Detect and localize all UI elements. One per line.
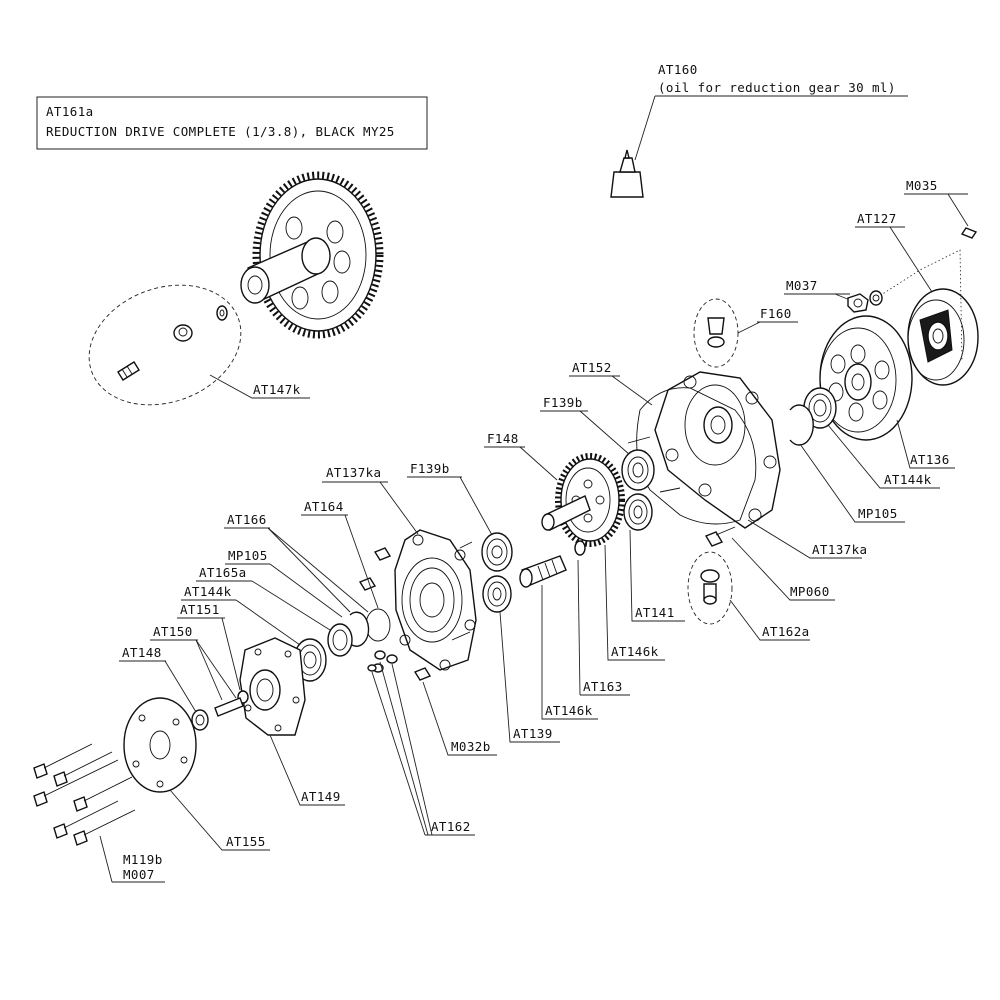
- label-at162a: AT162a: [762, 624, 810, 639]
- label-at144k-right: AT144k: [884, 472, 932, 487]
- label-mp105-right: MP105: [858, 506, 898, 521]
- screw-mp060-icon: [704, 526, 736, 547]
- screw-a-icon: [373, 547, 392, 561]
- title-code: AT161a: [46, 104, 94, 119]
- bearing-at139-icon: [482, 575, 512, 613]
- circlip-right-icon: [789, 404, 814, 446]
- bearing-plate-at149-icon: [239, 637, 306, 736]
- label-at141: AT141: [635, 605, 675, 620]
- spur-gear-f148-icon: [541, 453, 625, 547]
- bushing-group-at162a: [687, 551, 733, 625]
- long-screws-icon: [33, 743, 136, 846]
- nut-and-washer-icon: [847, 290, 883, 313]
- label-f148: F148: [487, 431, 519, 446]
- label-at136: AT136: [910, 452, 950, 467]
- title-box: AT161a REDUCTION DRIVE COMPLETE (1/3.8),…: [36, 96, 428, 150]
- oil-bottle-icon: [610, 149, 644, 198]
- screw-at150-icon: [214, 697, 244, 717]
- label-at149: AT149: [301, 789, 341, 804]
- bearing-f139b-top-icon: [621, 449, 655, 491]
- label-at148: AT148: [122, 645, 162, 660]
- bushing-set-at162-icon: [367, 650, 398, 673]
- label-at144k-left: AT144k: [184, 584, 232, 599]
- label-mp060: MP060: [790, 584, 830, 599]
- label-f160: F160: [760, 306, 792, 321]
- label-m007: M007: [123, 867, 155, 882]
- oil-plug-group: F160: [693, 298, 798, 368]
- label-at165a: AT165a: [199, 565, 247, 580]
- clutch-bell-icon: [819, 315, 913, 441]
- label-at137ka-left: AT137ka: [326, 465, 381, 480]
- large-spur-gear-icon: [240, 171, 384, 339]
- label-mp105-left: MP105: [228, 548, 268, 563]
- label-f139b-mid: F139b: [410, 461, 450, 476]
- oil-code: AT160: [658, 62, 698, 77]
- label-at127: AT127: [857, 211, 897, 226]
- pin-kit-group: AT147k: [88, 284, 310, 406]
- grub-screw-icon: [117, 361, 140, 381]
- title-description: REDUCTION DRIVE COMPLETE (1/3.8), BLACK …: [46, 124, 395, 139]
- circlip-left-icon: [349, 611, 370, 647]
- label-at152: AT152: [572, 360, 612, 375]
- label-m035: M035: [906, 178, 938, 193]
- small-washer-icon: [216, 305, 228, 321]
- label-at151: AT151: [180, 602, 220, 617]
- label-at139: AT139: [513, 726, 553, 741]
- label-at155: AT155: [226, 834, 266, 849]
- nut-m032b-icon: [413, 667, 432, 681]
- label-m032b: M032b: [451, 739, 491, 754]
- oil-text: (oil for reduction gear 30 ml): [658, 80, 896, 95]
- label-at150: AT150: [153, 624, 193, 639]
- set-screw-icon: [960, 227, 978, 239]
- screw-b-icon: [358, 577, 377, 591]
- label-at147k: AT147k: [253, 382, 301, 397]
- label-at162: AT162: [431, 819, 471, 834]
- label-at163: AT163: [583, 679, 623, 694]
- label-f139b-top: F139b: [543, 395, 583, 410]
- label-m119b: M119b: [123, 852, 163, 867]
- label-at146k-bottom: AT146k: [545, 703, 593, 718]
- bushing-icon: [173, 324, 193, 342]
- label-at137ka-right: AT137ka: [812, 542, 867, 557]
- label-at164: AT164: [304, 499, 344, 514]
- oil-note: AT160 (oil for reduction gear 30 ml): [634, 62, 908, 161]
- pinion-shaft-icon: [519, 555, 567, 588]
- o-ring-at164-icon: [365, 608, 391, 642]
- washer-at148-icon: [191, 709, 209, 731]
- label-m037: M037: [786, 278, 818, 293]
- bearing-at141-icon: [623, 493, 653, 531]
- clutch-shoe-icon: [907, 288, 979, 386]
- cover-disc-at155-icon: [123, 697, 197, 793]
- label-at166: AT166: [227, 512, 267, 527]
- seal-at165a-icon: [327, 623, 353, 657]
- bearing-f139b-mid-icon: [481, 532, 513, 572]
- gearbox-housing-right-icon: [654, 371, 781, 529]
- gearbox-housing-left-icon: [394, 529, 477, 671]
- label-at146k-top: AT146k: [611, 644, 659, 659]
- washer-at146k-top-icon: [574, 540, 586, 556]
